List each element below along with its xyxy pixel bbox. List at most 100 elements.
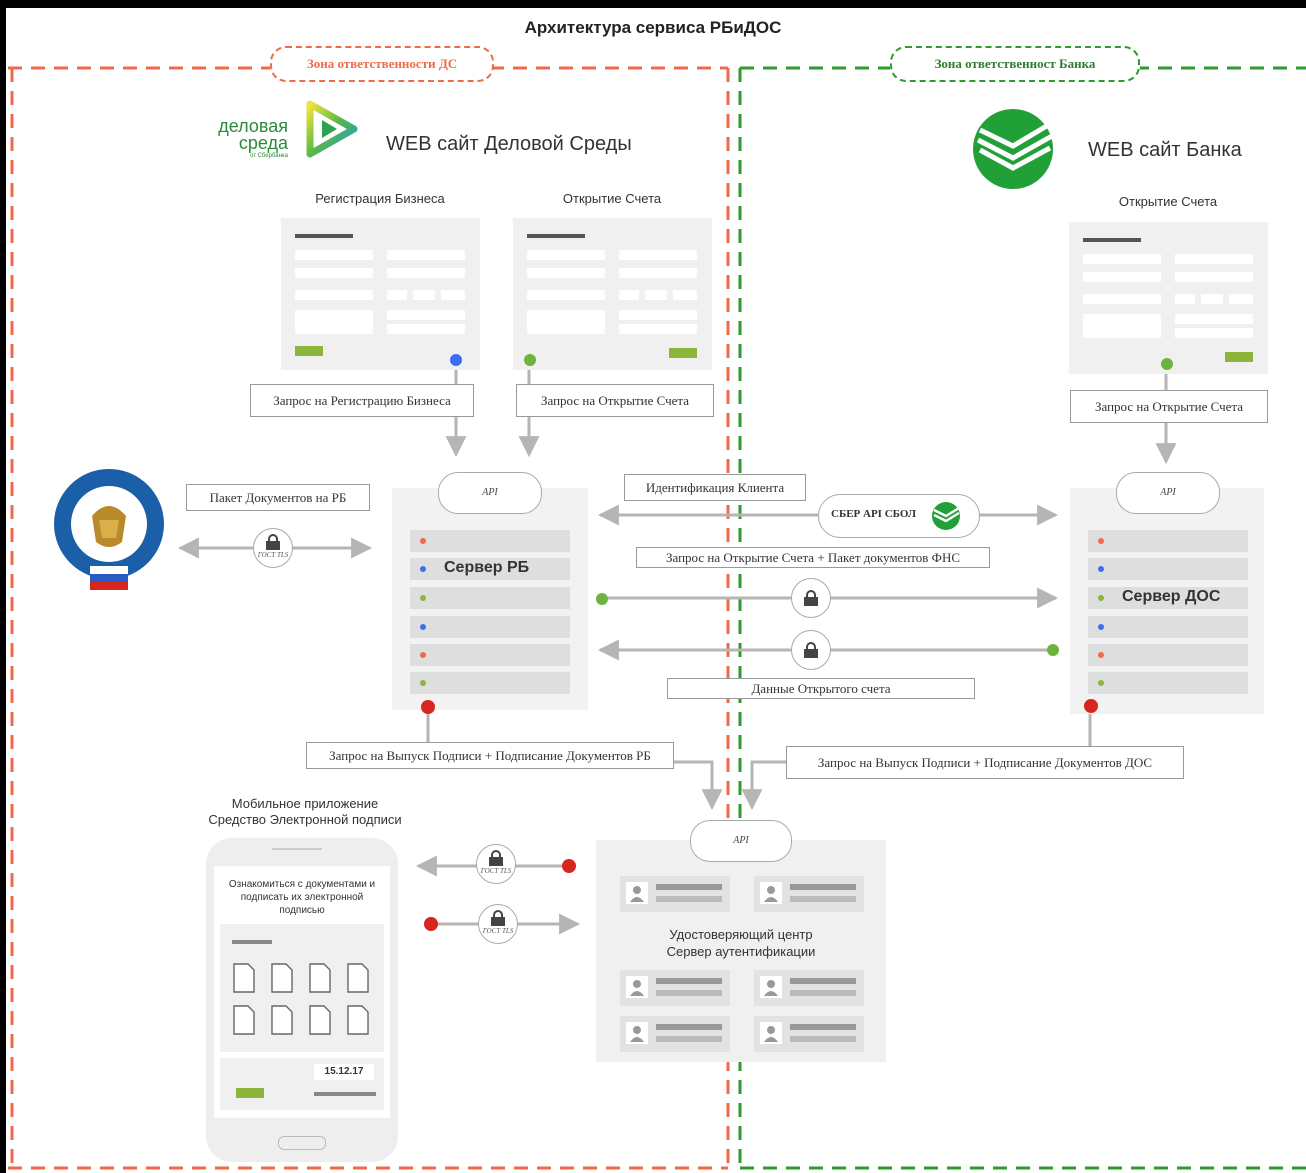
user-card (754, 970, 864, 1006)
uc-line2: Сервер аутентификации (666, 944, 816, 959)
form-registration-caption: Регистрация Бизнеса (315, 191, 445, 206)
server-rb: Сервер РБ (392, 488, 588, 710)
ds-logo-line3: от Сбербанка (249, 153, 288, 159)
signing-panel: 15.12.17 (220, 1058, 384, 1110)
request-reg-business: Запрос на Регистрацию Бизнеса (250, 384, 474, 417)
fns-emblem-icon (54, 469, 164, 590)
request-open-data: Данные Открытого счета (667, 678, 975, 699)
user-card (620, 1016, 730, 1052)
ds-logo-line1: деловая (218, 116, 288, 136)
request-sign-dos: Запрос на Выпуск Подписи + Подписание До… (786, 746, 1184, 779)
request-open-plus-fns: Запрос на Открытие Счета + Пакет докумен… (636, 547, 990, 568)
server-row (1088, 644, 1248, 666)
server-row (1088, 558, 1248, 580)
diagram-title: Архитектура сервиса РБиДОС (524, 18, 782, 37)
form-opening-ds (513, 218, 712, 370)
request-client-id: Идентификация Клиента (624, 474, 806, 501)
phone-screen: Ознакомиться с документами и подписать и… (214, 866, 390, 1118)
request-open-account-ds: Запрос на Открытие Счета (516, 384, 714, 417)
play-logo-icon (306, 100, 358, 158)
server-row (410, 672, 570, 694)
user-icon (630, 886, 644, 902)
lock-gost-mobile-1: ГОСТ TLS (476, 844, 516, 884)
user-icon (764, 1026, 778, 1042)
bank-site-heading: WEB сайт Банка (1088, 139, 1242, 161)
user-icon (630, 1026, 644, 1042)
ds-logo: деловая среда от Сбербанка (196, 116, 296, 174)
top-frame-bar (0, 0, 1306, 8)
zone-ds-border (8, 66, 730, 1170)
server-row (1088, 616, 1248, 638)
lock-icon (804, 642, 818, 658)
document-grid (233, 963, 369, 1035)
user-icon (764, 980, 778, 996)
server-row: Сервер РБ (410, 558, 570, 580)
api-pill-rb: API (438, 472, 542, 514)
lock-dos-to-rb (791, 630, 831, 670)
mobile-caption-line1: Мобильное приложение (231, 796, 379, 811)
server-dos: Сервер ДОС (1070, 488, 1264, 714)
request-sign-rb: Запрос на Выпуск Подписи + Подписание До… (306, 742, 674, 769)
form-opening-bank (1069, 222, 1268, 374)
form-opening-ds-caption: Открытие Счета (562, 191, 662, 206)
sber-logo-small-icon (932, 502, 960, 530)
zone-ds-label: Зона ответственности ДС (270, 46, 494, 82)
lock-icon (489, 850, 503, 866)
documents-panel (220, 924, 384, 1052)
lock-icon (804, 590, 818, 606)
sber-api-label: СБЕР API СБОЛ (831, 508, 917, 520)
sign-button[interactable] (236, 1088, 264, 1098)
server-row (410, 587, 570, 609)
ds-logo-line2: среда (238, 133, 288, 153)
api-pill-uc: API (690, 820, 792, 862)
server-row: Сервер ДОС (1088, 587, 1248, 609)
user-card (754, 876, 864, 912)
form-opening-bank-caption: Открытие Счета (1118, 194, 1218, 209)
connector-dot-red (424, 917, 438, 931)
phone-home-button (278, 1136, 326, 1150)
lock-gost-mobile-2: ГОСТ TLS (478, 904, 518, 944)
ds-site-heading: WEB сайт Деловой Среды (386, 133, 632, 155)
request-open-account-bank: Запрос на Открытие Счета (1070, 390, 1268, 423)
phone-speaker (272, 848, 322, 850)
mobile-caption: Мобильное приложение Средство Электронно… (180, 796, 430, 828)
uc-line1: Удостоверяющий центр (669, 927, 813, 942)
user-card (620, 970, 730, 1006)
server-row (410, 530, 570, 552)
server-row (1088, 530, 1248, 552)
lock-icon (491, 910, 505, 926)
sber-api-pill: СБЕР API СБОЛ (818, 494, 980, 538)
lock-gost-fns: ГОСТ TLS (253, 528, 293, 568)
connector-dot-green (1047, 644, 1059, 656)
sber-logo-icon (973, 109, 1054, 189)
connector-dot-green (524, 354, 536, 366)
request-docs-package: Пакет Документов на РБ (186, 484, 370, 511)
lock-icon (266, 534, 280, 550)
connector-dot-blue (450, 354, 462, 366)
left-frame-bar (0, 0, 6, 1173)
lock-label: ГОСТ TLS (257, 551, 289, 559)
server-dos-label: Сервер ДОС (1122, 588, 1221, 605)
server-row (1088, 672, 1248, 694)
user-icon (764, 886, 778, 902)
uc-caption: Удостоверяющий центр Сервер аутентификац… (596, 926, 886, 960)
certification-center: Удостоверяющий центр Сервер аутентификац… (596, 840, 886, 1062)
zone-bank-label: Зона ответственност Банка (890, 46, 1140, 82)
connector-dot-green (1161, 358, 1173, 370)
connector-dot-red (1084, 699, 1098, 713)
api-pill-dos: API (1116, 472, 1220, 514)
mobile-phone: Ознакомиться с документами и подписать и… (206, 838, 398, 1162)
server-rb-label: Сервер РБ (444, 559, 530, 576)
lock-rb-to-dos (791, 578, 831, 618)
zone-bank-border (738, 66, 1306, 1170)
connector-dot-green (596, 593, 608, 605)
user-card (754, 1016, 864, 1052)
user-icon (630, 980, 644, 996)
user-card (620, 876, 730, 912)
lock-label: ГОСТ TLS (482, 927, 514, 935)
mobile-date: 15.12.17 (314, 1064, 374, 1080)
server-row (410, 616, 570, 638)
server-row (410, 644, 570, 666)
mobile-text: Ознакомиться с документами и подписать и… (228, 879, 376, 916)
mobile-caption-line2: Средство Электронной подписи (208, 812, 402, 827)
